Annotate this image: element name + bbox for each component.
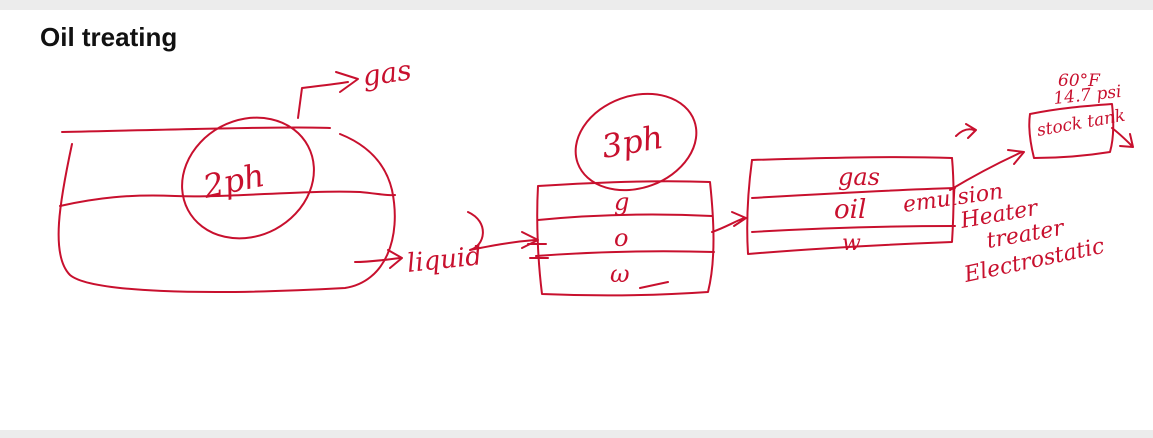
- treater-water-layer-label: w: [842, 231, 861, 256]
- three-phase-gas-layer-label: g: [614, 188, 629, 216]
- feed-line-to-3ph: [467, 211, 536, 251]
- separator-body-outline: [57, 133, 396, 293]
- three-phase-outlet-arrow: [711, 211, 747, 233]
- top-band: [0, 0, 1153, 10]
- gas-outlet-arrow: [335, 71, 359, 93]
- slide-title: Oil treating: [40, 22, 178, 52]
- three-phase-vessel-outline: [536, 180, 715, 297]
- oil-treater: [746, 123, 1025, 255]
- three-phase-label: 3ph: [599, 118, 666, 166]
- stock-tank: [1028, 103, 1134, 159]
- stock-tank-box: [1028, 103, 1115, 159]
- separator-top-line: [61, 126, 331, 133]
- to-stock-tank-arrow-head: [1007, 149, 1025, 165]
- treater-gas-layer-label: gas: [838, 163, 880, 191]
- three-phase-gas-oil-interface: [537, 213, 713, 221]
- to-stock-tank-line: [949, 151, 1023, 191]
- treater-oil-layer-label: oil: [834, 195, 866, 225]
- treater-top-line: [751, 156, 953, 161]
- standard-temperature-label: 60°F: [1058, 71, 1101, 91]
- liquid-outlet-arrow: [354, 249, 403, 269]
- treater-body-outline: [746, 157, 955, 255]
- three-phase-oil-layer-label: o: [614, 224, 628, 252]
- stock-tank-outlet-arrow: [1111, 127, 1134, 148]
- two-phase-highlight-circle: [181, 116, 315, 240]
- treater-oil-water-interface: [751, 225, 956, 233]
- bottom-band: [0, 430, 1153, 438]
- treater-gas-oil-interface: [751, 187, 956, 199]
- three-phase-oil-water-interface: [535, 250, 715, 257]
- separator-liquid-level: [59, 190, 396, 207]
- three-phase-highlight-circle: [574, 92, 698, 192]
- three-phase-water-layer-label: ω: [610, 260, 630, 288]
- two-phase-separator: [57, 71, 403, 293]
- three-phase-separator: [467, 92, 747, 297]
- liquid-label: liquid: [406, 241, 484, 279]
- two-phase-label: 2ph: [199, 156, 268, 206]
- treater-gas-vent-arrow: [955, 123, 977, 139]
- three-phase-tick-marks: [527, 243, 669, 289]
- gas-label: gas: [360, 53, 413, 92]
- gas-outlet-line: [297, 81, 349, 119]
